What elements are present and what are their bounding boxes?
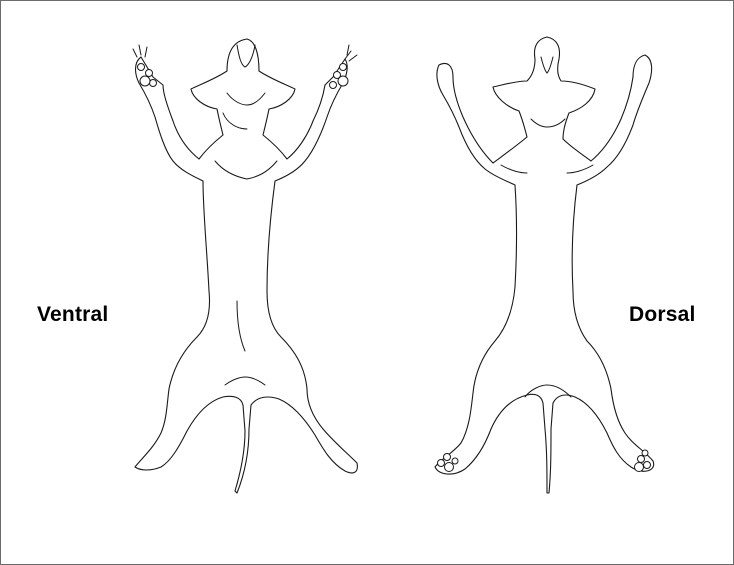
dorsal-body-outline <box>435 37 654 493</box>
paw-pad-icon <box>140 76 150 86</box>
paw-pad-icon <box>638 456 645 463</box>
paw-pad-icon <box>642 450 648 456</box>
paw-pad-icon <box>452 458 458 464</box>
paw-pad-icon <box>635 463 644 472</box>
paw-pad-icon <box>330 82 337 89</box>
paw-pad-icon <box>438 460 445 467</box>
paw-pad-icon <box>138 64 145 71</box>
paw-pad-icon <box>445 463 454 472</box>
paw-pad-icon <box>150 80 157 87</box>
paw-pad-icon <box>340 64 347 71</box>
ventral-body-outline <box>133 39 357 493</box>
paw-pad-icon <box>444 454 451 461</box>
paw-pad-icon <box>338 76 348 86</box>
ventral-label: Ventral <box>37 303 108 327</box>
paw-pad-icon <box>644 462 651 469</box>
dorsal-label: Dorsal <box>629 303 696 327</box>
paw-pad-icon <box>146 70 153 77</box>
